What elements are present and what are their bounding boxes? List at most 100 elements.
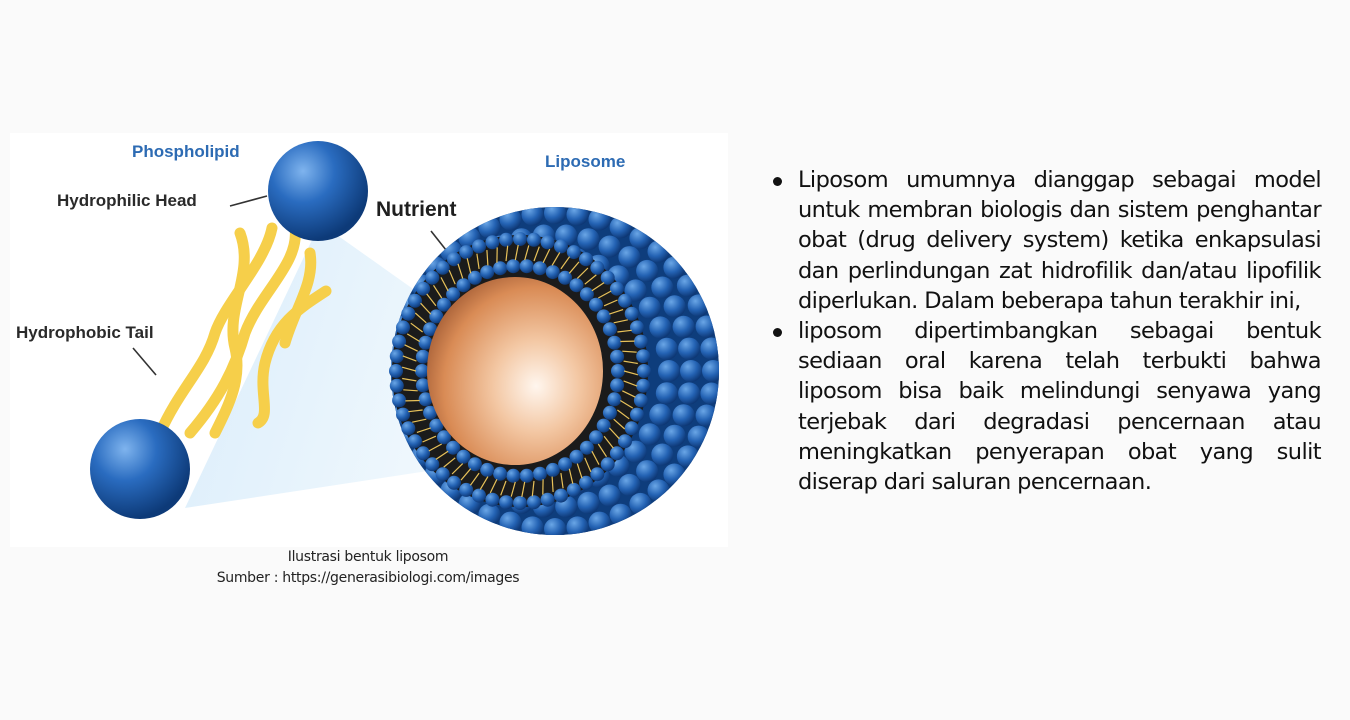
bilayer-bead xyxy=(418,335,433,350)
bilayer-tail xyxy=(622,390,636,398)
bilayer-tail xyxy=(584,274,597,285)
figure-caption: Ilustrasi bentuk liposom Sumber : https:… xyxy=(150,547,586,589)
bilayer-bead xyxy=(579,475,593,490)
bilayer-bead xyxy=(401,421,416,436)
bilayer-bead xyxy=(456,278,471,293)
lipid-bead xyxy=(478,216,501,239)
lipid-bead xyxy=(609,216,632,239)
liposome-illustration xyxy=(90,141,719,535)
bilayer-bead xyxy=(633,334,648,349)
bilayer-tail xyxy=(617,409,630,420)
lipid-bead xyxy=(680,360,702,382)
bilayer-bead xyxy=(519,468,534,483)
liposome-label: Liposome xyxy=(545,152,626,171)
lipid-bead xyxy=(588,208,611,231)
bilayer-bead xyxy=(630,407,644,422)
lipid-bead xyxy=(663,424,686,447)
bilayer-bead xyxy=(558,270,573,285)
bilayer-tail xyxy=(609,309,624,315)
lipid-bead xyxy=(566,207,589,226)
lipid-bead xyxy=(566,516,589,535)
hydrophobic-tail-label: Hydrophobic Tail xyxy=(16,323,154,342)
lipid-bead xyxy=(629,492,652,515)
bilayer-bead xyxy=(415,378,430,393)
bilayer-tail xyxy=(469,472,480,486)
hydrophobic-tail-shape xyxy=(154,222,332,439)
bilayer-tail xyxy=(521,481,526,498)
bilayer-bead xyxy=(480,462,495,477)
bilayer-tail xyxy=(402,355,417,362)
phospholipid-label: Phospholipid xyxy=(132,142,240,161)
bilayer-bead xyxy=(447,252,461,267)
bilayer-bead xyxy=(429,309,444,324)
bilayer-bead xyxy=(609,281,624,296)
bilayer-bead xyxy=(526,232,541,247)
bilayer-tail xyxy=(576,267,589,279)
lipid-bead xyxy=(700,382,719,405)
lipid-bead xyxy=(598,235,621,258)
bilayer-tail xyxy=(597,443,608,458)
bilayer-tail xyxy=(443,457,456,468)
bilayer-bead xyxy=(423,322,438,337)
bilayer-bead xyxy=(467,270,482,285)
bilayer-tail xyxy=(460,468,472,481)
lipid-bead xyxy=(577,228,600,251)
bilayer-tail xyxy=(403,389,418,392)
lipid-bead xyxy=(700,337,719,360)
bilayer-tail xyxy=(591,450,600,465)
bilayer-tail xyxy=(428,443,442,452)
bilayer-bead xyxy=(532,261,547,276)
bilayer-tail xyxy=(514,244,519,261)
lipid-bead xyxy=(672,404,695,427)
lipid-bead xyxy=(676,274,699,297)
lipid-bead xyxy=(649,403,672,426)
bullet-item-2: liposom dipertimbangkan sebagai bentuk s… xyxy=(768,316,1322,497)
bilayer-bead xyxy=(513,496,527,510)
bilayer-bead xyxy=(392,334,407,349)
lipid-bead xyxy=(544,518,566,535)
bilayer-bead xyxy=(423,405,438,420)
lipid-bead xyxy=(663,295,686,318)
lipid-bead xyxy=(636,460,659,483)
bilayer-bead xyxy=(389,364,403,378)
bilayer-bead xyxy=(416,446,431,461)
bilayer-bead xyxy=(408,434,422,449)
bilayer-bead xyxy=(596,418,611,433)
bilayer-bead xyxy=(637,364,651,378)
lipid-bead xyxy=(618,473,641,496)
bilayer-tail xyxy=(533,246,540,262)
bullet-dot-icon xyxy=(773,328,782,338)
bilayer-bead xyxy=(459,245,474,260)
bilayer-bead xyxy=(392,393,407,408)
bilayer-bead xyxy=(499,232,514,247)
lipid-bead xyxy=(687,425,710,448)
bilayer-tail xyxy=(479,476,489,490)
bilayer-tail xyxy=(560,256,571,270)
bilayer-bead xyxy=(532,466,547,481)
bilayer-tail xyxy=(408,409,423,413)
lipid-bead xyxy=(624,279,647,302)
bilayer-bead xyxy=(630,320,644,335)
lipid-bead xyxy=(663,463,686,486)
bilayer-bead xyxy=(600,457,615,472)
bilayer-bead xyxy=(545,462,560,477)
hydrophilic-head-top xyxy=(268,141,368,241)
bilayer-tail xyxy=(617,329,632,333)
bilayer-bead xyxy=(579,440,594,455)
lipid-bead xyxy=(478,503,501,526)
bilayer-bead xyxy=(624,306,639,321)
bilayer-tail xyxy=(613,319,628,324)
bilayer-tail xyxy=(435,450,449,460)
bilayer-bead xyxy=(566,245,581,260)
bilayer-bead xyxy=(415,364,429,378)
bilayer-bead xyxy=(519,259,534,274)
bilayer-tail xyxy=(603,435,614,449)
bilayer-tail xyxy=(551,476,554,492)
bilayer-bead xyxy=(493,261,508,276)
bilayer-tail xyxy=(412,418,427,423)
bilayer-bead xyxy=(389,349,404,364)
liposome-shape xyxy=(389,207,719,535)
bilayer-tail xyxy=(410,322,423,333)
bilayer-bead xyxy=(602,405,617,420)
bilayer-bead xyxy=(596,309,611,324)
